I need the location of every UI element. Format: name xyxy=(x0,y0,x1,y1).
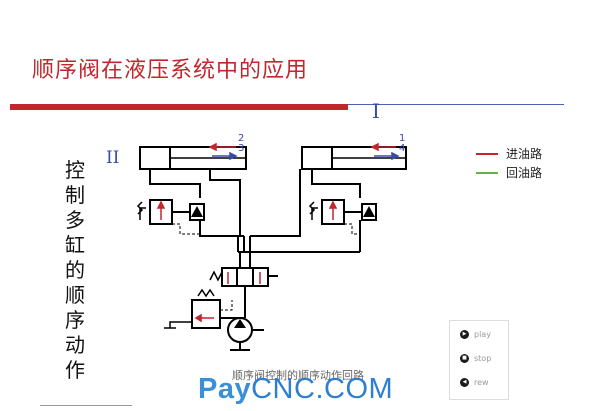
title-underline-line xyxy=(348,104,564,105)
legend-label-inlet: 进油路 xyxy=(506,147,543,161)
arrow-label-1: 1 xyxy=(399,133,406,144)
rewind-label: rew xyxy=(474,377,489,387)
watermark-logo: PayCNC.COM xyxy=(198,373,393,406)
stop-button[interactable]: ■ stop xyxy=(460,347,508,369)
vertical-caption: 控制多缸的顺序动作 xyxy=(65,158,85,382)
stop-label: stop xyxy=(474,353,492,363)
directional-valve xyxy=(221,267,269,287)
footer-divider xyxy=(40,405,132,406)
relief-valve xyxy=(191,299,221,329)
legend-swatch-return xyxy=(476,171,498,174)
arrow-label-3: 3 xyxy=(238,143,245,154)
roman-label-two: II xyxy=(106,148,120,168)
rewind-button[interactable]: ◀ rew xyxy=(460,371,508,393)
watermark-part1: Pay xyxy=(198,373,252,405)
pump-triangle xyxy=(234,319,246,328)
play-button[interactable]: ▶ play xyxy=(460,323,508,345)
left-arrow-labels: 2 3 xyxy=(238,134,244,154)
arrow-label-4: 4 xyxy=(399,143,406,154)
legend-item-return: 回油路 xyxy=(476,163,542,182)
circuit-caption: 顺序阀控制的顺序动作回路 xyxy=(232,369,364,382)
playback-controls: ▶ play ■ stop ◀ rew xyxy=(449,320,509,400)
stop-icon: ■ xyxy=(460,353,469,363)
legend-label-return: 回油路 xyxy=(506,166,543,180)
slide-title: 顺序阀在液压系统中的应用 xyxy=(32,58,309,83)
title-underline-bar xyxy=(10,104,348,110)
rewind-icon: ◀ xyxy=(460,377,469,387)
watermark-part2: CNC.COM xyxy=(251,373,394,405)
legend-swatch-inlet xyxy=(476,152,498,155)
roman-label-one: I xyxy=(372,99,380,123)
play-label: play xyxy=(474,329,491,339)
play-icon: ▶ xyxy=(460,329,469,339)
right-arrow-labels: 1 4 xyxy=(399,134,405,154)
legend: 进油路 回油路 xyxy=(476,144,542,182)
legend-item-inlet: 进油路 xyxy=(476,144,542,163)
arrow-label-2: 2 xyxy=(238,133,245,144)
